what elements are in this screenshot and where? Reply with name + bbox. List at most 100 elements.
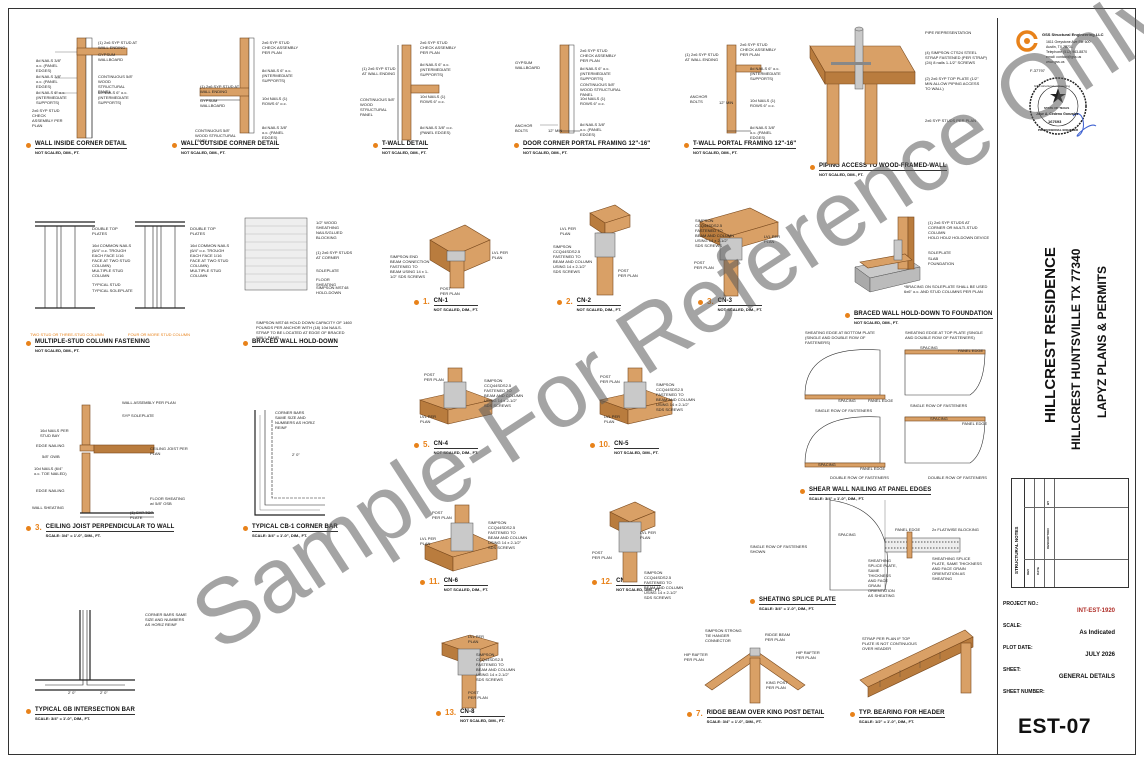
note: 12" MIN	[719, 100, 734, 105]
company-email: email: contact@gss.us	[1046, 55, 1082, 59]
note: MULTIPLE STUD COLUMN	[190, 268, 222, 278]
note: EDGE NAILING	[36, 488, 65, 493]
detail-bullet-icon	[698, 300, 703, 305]
ceiling-joist-drawing	[79, 404, 155, 518]
note: 1/2" WOOD SHEATHING NAILS/GLUED BLOCKING	[316, 220, 343, 240]
detail-scale: SCALE: 1/2" = 1'-0", DIM., FT.	[859, 719, 915, 724]
note: (2) 2x6 SYP TOP PLATE (1/2" MIN ALLOW PI…	[925, 76, 980, 91]
note: CORNER BARS SAME SIZE AND NUMBERS AS HOR…	[275, 410, 315, 430]
note: LVL PER PLAN	[468, 634, 485, 644]
seal-engineer: Jose A. Cedeno Gonzalez	[1036, 112, 1079, 116]
cn1-drawing	[429, 224, 491, 289]
rev-desc-header: DESCRIPTION	[1046, 528, 1050, 549]
note: SPACING	[930, 416, 948, 421]
seal-firm-line: GSS structural engineering	[1034, 84, 1071, 88]
note: 2x6 SYP STUD CHECK ASSEMBLY PER PLAN	[420, 40, 457, 55]
cn8-drawing	[441, 634, 499, 709]
note: LVL PER PLAN	[560, 226, 577, 236]
note: 8d NAILS 6" o.c. (INTERMEDIATE SUPPORTS)	[750, 66, 781, 81]
detail-title: PIPING ACCESS TO WOOD-FRAMED-WALL	[819, 163, 947, 171]
note: TYPICAL SOLEPLATE	[92, 288, 133, 293]
company-city: Austin, TX 78731	[1046, 45, 1073, 49]
note: 10d NAILS (1) ROWS 6" o.c.	[420, 94, 446, 104]
note: POST PER PLAN	[424, 372, 444, 382]
detail-scale: NOT SCALED, DIM., FT.	[523, 150, 568, 155]
detail-title: T-WALL PORTAL FRAMING 12"-16"	[693, 141, 797, 149]
company-web: www.gss.us	[1046, 60, 1065, 64]
detail-scale: NOT SCALED, DIM., FT.	[460, 718, 505, 723]
note: SIMPSON CCQ44SDS2.5 FASTENED TO BEAM AND…	[644, 570, 684, 600]
note: POST PER PLAN	[432, 510, 452, 520]
company-address: 1611 Greystone Ave Ste 600	[1046, 40, 1091, 44]
note: (1) 2x6 SYP STUD AT WALL ENDING	[98, 40, 138, 50]
note: HIP RAFTER PER PLAN	[684, 652, 708, 662]
note: LVL PER PLAN	[420, 536, 437, 546]
note: SINGLE ROW OF FASTENERS	[815, 408, 873, 413]
multi-stud-column-drawing	[35, 221, 185, 309]
note: HIP RAFTER PER PLAN	[796, 650, 820, 660]
note: SOLEPLATE	[928, 250, 952, 255]
detail-label-d5: T-WALL PORTAL FRAMING 12"-16"NOT SCALED,…	[684, 141, 797, 155]
note: GYPSUM WALLBOARD	[200, 98, 225, 108]
note: SHEATING EDGE AT BOTTOM PLATE (SINGLE AN…	[805, 330, 875, 345]
note: DOUBLE ROW OF FASTENERS	[830, 475, 889, 480]
note: SIMPSON MST48 HOLD DOWN CAPACITY OF 1460…	[256, 320, 352, 340]
detail-bullet-icon	[172, 143, 177, 148]
detail-scale: NOT SCALED, DIM., FT.	[693, 150, 738, 155]
detail-bullet-icon	[26, 709, 31, 714]
rev-header: REV	[1026, 568, 1030, 575]
note: FLOOR SHEATING w/ 5/8" OSB	[150, 496, 186, 506]
detail-title: CN-5	[614, 441, 659, 449]
note: PANEL EDGE	[868, 398, 894, 403]
seal-footer: PROFESSIONAL ENGINEER	[1038, 128, 1079, 132]
cn5-drawing	[598, 367, 674, 425]
note: 8d NAILS 6" o.c. (INTERMEDIATE SUPPORTS)	[36, 90, 67, 105]
note: SHEATHING SPLICE PLATE, SAME THICKNESS A…	[868, 558, 897, 598]
info-label: PLOT DATE:	[1003, 645, 1033, 651]
detail-scale: NOT SCALED, DIM., FT.	[443, 587, 489, 592]
detail-scale: NOT SCALED, DIM., FT.	[433, 307, 479, 312]
note: WALL SHEATING	[32, 505, 64, 510]
note: 2x6 SYP STUD CHECK ASSEMBLY PER PLAN	[262, 40, 299, 55]
info-label: SCALE:	[1003, 623, 1022, 629]
structural-notes-label: STRUCTURAL NOTES	[1014, 526, 1019, 574]
detail-bullet-icon	[420, 580, 425, 585]
note: 8d NAILS 6" o.c. (INTERMEDIATE SUPPORTS)	[580, 66, 611, 81]
detail-title: T-WALL DETAIL	[382, 141, 429, 149]
note: 8d NAILS 6" o.c. (INTERMEDIATE SUPPORTS)	[420, 62, 451, 77]
note: 16d COMMON NAILS (6/4" o.c. TROUGH EACH …	[190, 243, 230, 268]
note: CEILING JOIST PER PLAN	[150, 446, 188, 456]
note: POST PER PLAN	[468, 690, 488, 700]
note: SPACING	[920, 345, 938, 350]
project-subtitle: LAPYZ PLANS & PERMITS	[1095, 265, 1109, 418]
note: CONTINUOUS 5/8" WOOD STRUCTURAL PANEL	[360, 97, 395, 117]
note: SIMPSON CCQ44SDS2.5 FASTENED TO BEAM AND…	[695, 218, 735, 248]
note: PIPE REPRESENTATION	[925, 30, 972, 35]
note: 8d NAILS 3/8" o.c. (PANEL EDGES)	[420, 125, 453, 135]
note: 5/8" GWB	[42, 454, 60, 459]
note: 16d NAILS PER STUD BAY	[40, 428, 69, 438]
note: SIMPSON CCQ44SDS2.5 FASTENED TO BEAM AND…	[476, 652, 516, 682]
detail-title: RIDGE BEAM OVER KING POST DETAIL	[706, 710, 825, 718]
detail-scale: NOT SCALED, DIM., FT.	[576, 307, 622, 312]
note: SIMPSON CCQ44SDS2.5 FASTENED TO BEAM AND…	[484, 378, 524, 408]
note: LVL PER PLAN	[492, 250, 509, 260]
note: POST PER PLAN	[618, 268, 638, 278]
note: (1) 2x6 SYP STUD AT WALL ENDING	[362, 66, 396, 76]
sheating-splice-plate-drawing	[829, 499, 961, 591]
seal-firm-number: F-37797	[1030, 68, 1045, 73]
wall-inside-corner-drawing	[55, 37, 128, 139]
detail-scale: NOT SCALED, DIM., FT.	[433, 450, 479, 455]
detail-scale: SCALE: 3/4" = 1'-0", DIM., FT.	[252, 533, 308, 538]
detail-scale: SCALE: 3/4" = 1'-0", DIM., FT.	[759, 606, 815, 611]
note: FOUR OR MORE STUD COLUMN	[128, 332, 190, 337]
info-value: As Indicated	[1079, 630, 1115, 636]
